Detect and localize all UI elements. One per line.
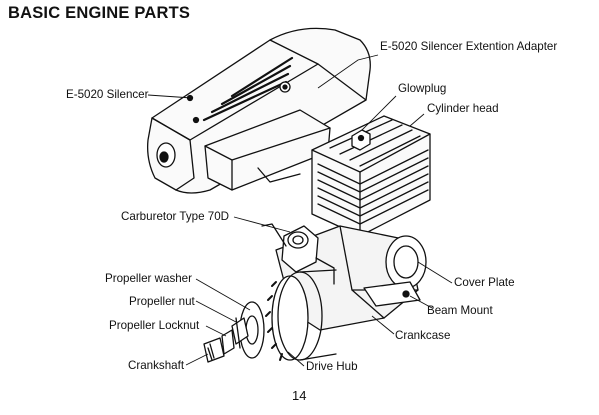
leader-carburetor [233, 216, 291, 233]
label-adapter: E-5020 Silencer Extention Adapter [380, 40, 558, 53]
label-silencer: E-5020 Silencer [66, 88, 149, 101]
leader-cylinder-head [409, 113, 425, 127]
label-propeller-locknut: Propeller Locknut [109, 319, 200, 332]
label-crankcase: Crankcase [395, 329, 451, 342]
label-cylinder-head: Cylinder head [427, 102, 499, 115]
propeller-nut [231, 317, 249, 345]
crankshaft [203, 337, 225, 363]
label-drive-hub: Drive Hub [306, 360, 358, 373]
label-glowplug: Glowplug [398, 82, 447, 95]
leader-crankcase [371, 315, 395, 335]
label-crankshaft: Crankshaft [128, 359, 185, 372]
page-number: 14 [292, 388, 307, 403]
label-cover-plate: Cover Plate [454, 276, 515, 289]
leader-cover-plate [417, 261, 453, 284]
leader-propeller-nut [195, 300, 237, 323]
leader-adapter [317, 54, 379, 89]
leader-propeller-washer [195, 278, 251, 311]
label-propeller-washer: Propeller washer [105, 272, 192, 285]
cover-plate [385, 235, 427, 289]
diagram-title: BASIC ENGINE PARTS [8, 4, 191, 22]
leader-glowplug [361, 95, 397, 131]
label-propeller-nut: Propeller nut [129, 295, 195, 308]
beam-mount [363, 281, 421, 307]
propeller-locknut [221, 329, 235, 355]
leader-silencer [147, 94, 193, 99]
leader-drive-hub [287, 351, 305, 367]
label-carburetor: Carburetor Type 70D [121, 210, 230, 223]
leader-propeller-locknut [205, 325, 227, 337]
leader-beam-mount [409, 295, 433, 309]
silencer-front-face [151, 117, 195, 191]
leader-crankshaft [185, 353, 209, 366]
silencer-body [147, 27, 371, 194]
label-beam-mount: Beam Mount [427, 304, 493, 317]
